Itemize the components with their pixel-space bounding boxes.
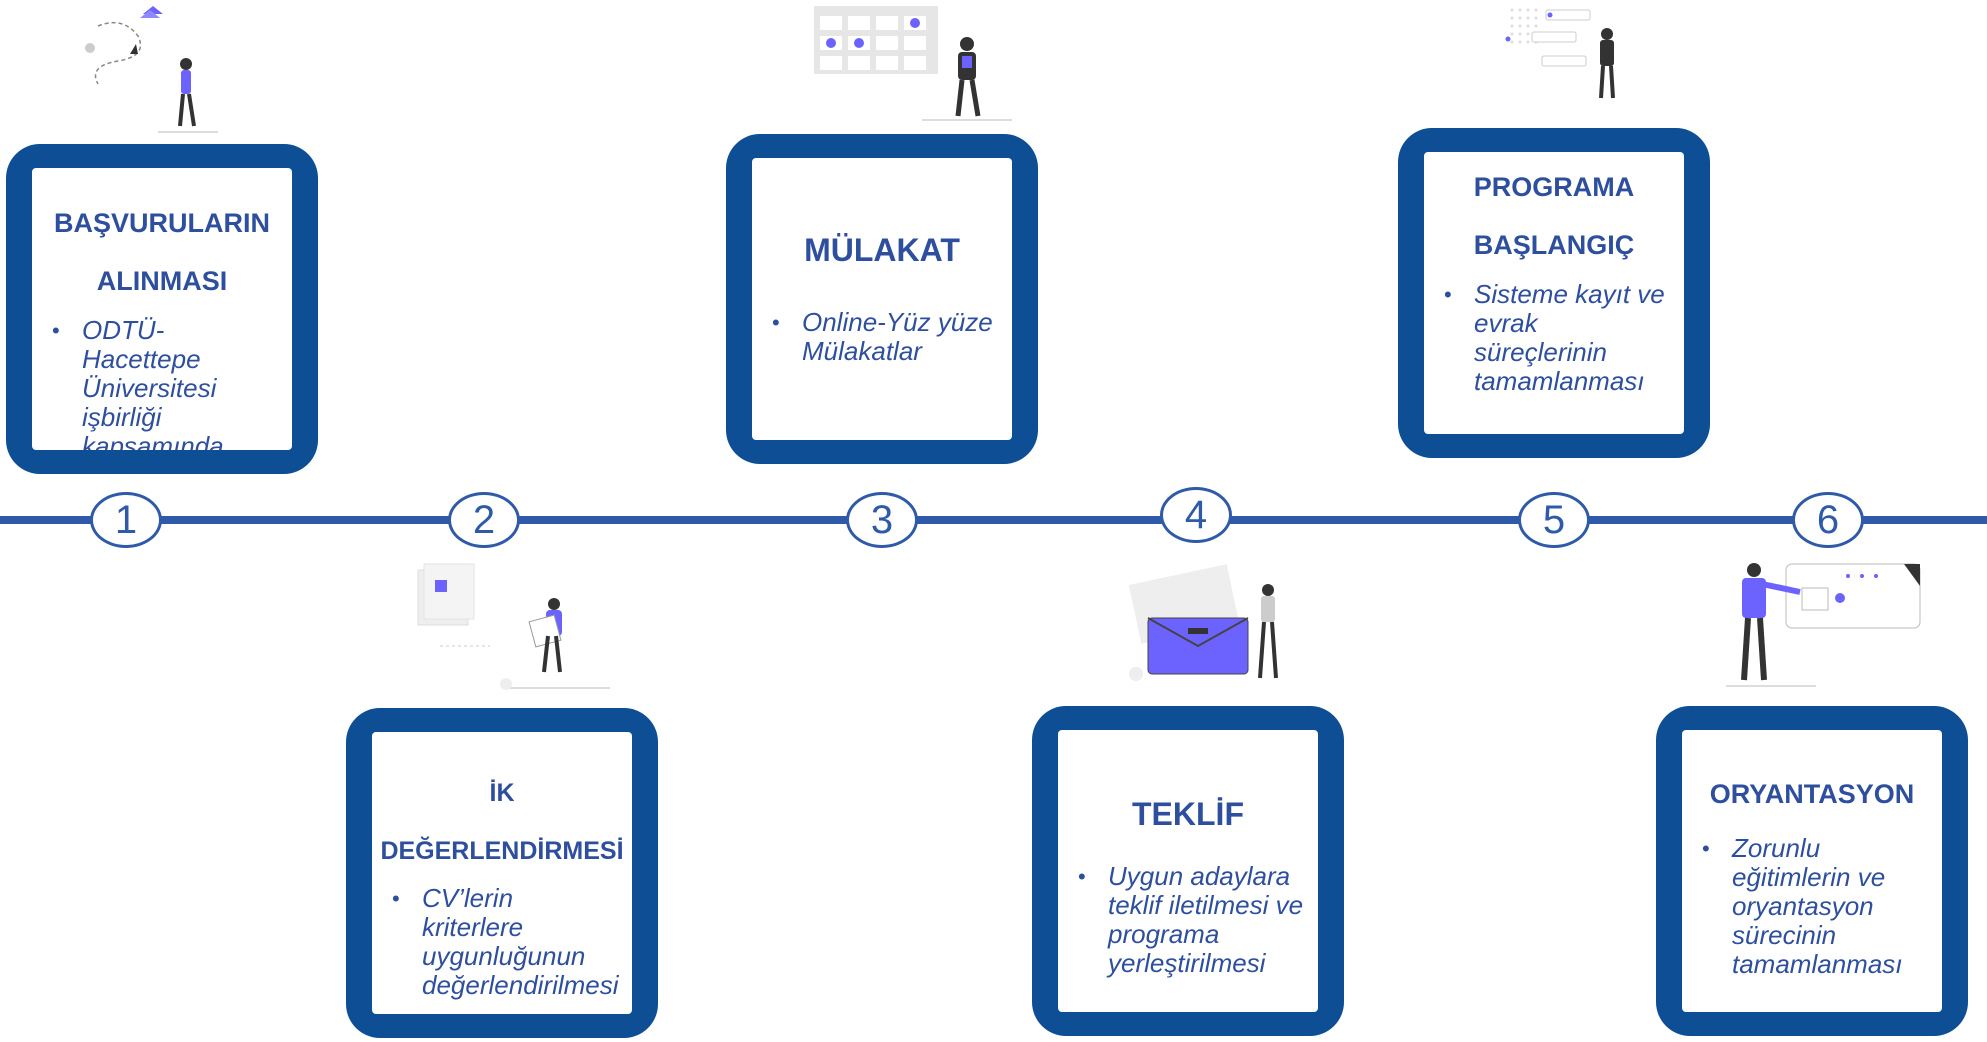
step-6-card: ORYANTASYON •Zorunlu eğitimlerin ve orya…	[1656, 706, 1968, 1036]
step-6-bullet: •Zorunlu eğitimlerin ve oryantasyon süre…	[1702, 833, 1903, 979]
step-4-node: 4	[1160, 487, 1232, 543]
step-1-bullet: •ODTÜ-Hacettepe Üniversitesi işbirliği k…	[52, 315, 224, 451]
step-2-node: 2	[448, 492, 520, 548]
step-5-title-line-1: PROGRAMA	[1473, 172, 1635, 202]
step-5-card: PROGRAMA BAŞLANGIÇ •Sisteme kayıt ve evr…	[1398, 128, 1710, 458]
step-4-card: TEKLİF •Uygun adaylara teklif iletilmesi…	[1032, 706, 1344, 1036]
step-1-title-line-1: BAŞVURULARIN	[54, 208, 270, 238]
step-4-title: TEKLİF	[1132, 796, 1244, 832]
step-number: 4	[1184, 492, 1208, 537]
timeline-line	[0, 516, 1987, 524]
step-3-bullet: •Online-Yüz yüze Mülakatlar	[772, 307, 993, 366]
step-4-bullet: •Uygun adaylara teklif iletilmesi ve pro…	[1078, 861, 1304, 978]
step-1-node: 1	[90, 492, 162, 548]
step-number: 2	[472, 497, 496, 542]
step-number: 5	[1542, 497, 1566, 542]
step-number: 3	[870, 497, 894, 542]
step-3-title: MÜLAKAT	[804, 232, 960, 268]
envelope-illustration	[1128, 564, 1278, 681]
step-6-title: ORYANTASYON	[1709, 779, 1915, 809]
dashboard-illustration	[1505, 8, 1615, 99]
step-6-node: 6	[1792, 492, 1864, 548]
travel-path-illustration	[85, 6, 218, 133]
documents-illustration	[417, 563, 610, 690]
step-number: 1	[114, 497, 138, 542]
step-3-node: 3	[846, 492, 918, 548]
calendar-illustration	[814, 6, 1012, 121]
step-1-card: BAŞVURULARIN ALINMASI •ODTÜ-Hacettepe Ün…	[6, 144, 318, 474]
step-number: 6	[1816, 497, 1840, 542]
step-5-bullet: •Sisteme kayıt ve evrak süreçlerinin tam…	[1444, 279, 1665, 396]
step-2-bullet: •CV’lerin kriterlere uygunluğunun değerl…	[392, 883, 619, 1000]
step-1-title-line-2: ALINMASI	[96, 266, 228, 296]
step-3-card: MÜLAKAT •Online-Yüz yüze Mülakatlar	[726, 134, 1038, 464]
step-2-title-line-1: İK	[489, 779, 515, 807]
step-2-title-line-2: DEĞERLENDİRMESİ	[380, 837, 624, 865]
step-5-title-line-2: BAŞLANGIÇ	[1473, 230, 1635, 260]
presentation-illustration	[1726, 563, 1921, 687]
step-5-node: 5	[1518, 492, 1590, 548]
step-2-card: İK DEĞERLENDİRMESİ •CV’lerin kriterlere …	[346, 708, 658, 1038]
